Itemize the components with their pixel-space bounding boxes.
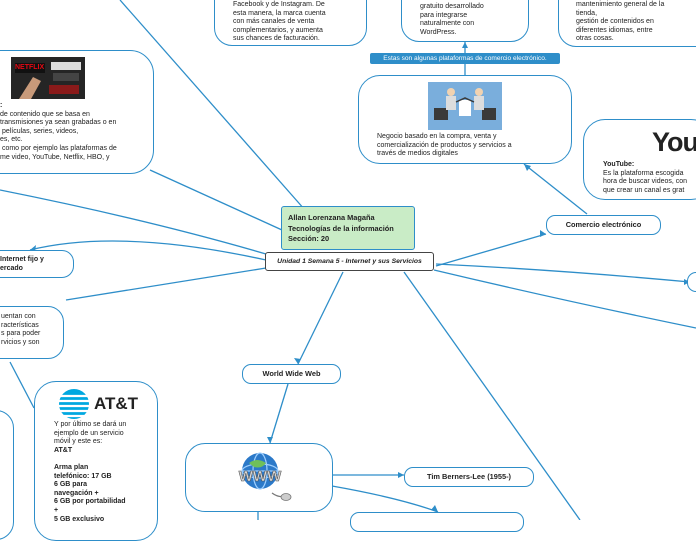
internet-fijo-node[interactable]: Internet fijo y ercado bbox=[0, 250, 74, 278]
att-globe-icon bbox=[59, 389, 89, 419]
facebook-node[interactable]: Facebook y de Instagram. De esta manera,… bbox=[214, 0, 367, 46]
ecommerce-line-2: comercialización de productos y servicio… bbox=[377, 141, 512, 149]
right-partial-pill[interactable] bbox=[687, 272, 696, 292]
facebook-line-1: Facebook y de Instagram. De bbox=[233, 1, 325, 8]
att-bold-5: 6 GB para bbox=[54, 481, 88, 489]
wordpress-line-4: WordPress. bbox=[420, 28, 457, 36]
att-bold-8: + bbox=[54, 506, 59, 514]
streaming-line-1: de contenido que se basa en bbox=[0, 110, 90, 118]
ecommerce-platforms-label[interactable]: Estas son algunas plataformas de comerci… bbox=[370, 53, 560, 64]
att-wordmark: AT&T bbox=[94, 394, 139, 413]
att-bold-7: 6 GB por portabilidad bbox=[54, 498, 126, 506]
streaming-line-5: como por ejemplo las plataformas de bbox=[0, 144, 117, 152]
youtube-title: YouTube: bbox=[603, 161, 635, 168]
facebook-line-2: esta manera, la marca cuenta bbox=[233, 9, 326, 17]
youtube-logo: YouT bbox=[652, 126, 696, 158]
central-topic[interactable]: Unidad 1 Semana 5 - Internet y sus Servi… bbox=[265, 252, 434, 271]
facebook-line-4: complementarios, y aumenta bbox=[233, 26, 323, 34]
wordpress-line-1: gratuito desarrollado bbox=[420, 3, 484, 10]
streaming-line-2: transmisiones ya sean grabadas o en bbox=[0, 119, 117, 127]
att-node[interactable]: AT&T Y por último se dará un ejemplo de … bbox=[34, 381, 158, 541]
youtube-line-2: hora de buscar videos, con bbox=[603, 178, 688, 186]
tv-remote-icon bbox=[11, 57, 85, 99]
facebook-line-3: con más canales de venta bbox=[233, 18, 315, 26]
streaming-node[interactable]: NETFLIX : de contenido que se basa en tr… bbox=[0, 50, 154, 174]
features-line-4: rvicios y son bbox=[1, 338, 40, 346]
store-line-5: otras cosas. bbox=[576, 35, 614, 43]
streaming-line-6: me video, YouTube, Netflix, HBO, y bbox=[0, 153, 110, 161]
handshake-image bbox=[428, 82, 502, 130]
internet-fijo-line-2: ercado bbox=[0, 264, 23, 272]
youtube-node[interactable]: YouT YouTube: Es la plataforma escogida … bbox=[583, 119, 696, 200]
att-bold-6: navegación + bbox=[54, 489, 99, 497]
author-name: Allan Lorenzana Magaña bbox=[288, 213, 375, 222]
att-bold-3: Arma plan bbox=[54, 463, 89, 471]
ecommerce-description-node[interactable]: Negocio basado en la compra, venta y com… bbox=[358, 75, 572, 164]
att-logo: AT&T bbox=[58, 388, 138, 420]
youtube-line-1: Es la plataforma escogida bbox=[603, 169, 684, 177]
streaming-line-4: es, etc. bbox=[0, 136, 23, 144]
att-bold-9: 5 GB exclusivo bbox=[54, 515, 105, 523]
www-globe-icon: WWW bbox=[238, 452, 292, 501]
www-image-node[interactable]: WWW bbox=[185, 443, 333, 512]
left-partial-node[interactable] bbox=[0, 410, 14, 540]
tim-berners-lee-pill[interactable]: Tim Berners-Lee (1955-) bbox=[404, 467, 534, 487]
world-wide-web-pill[interactable]: World Wide Web bbox=[242, 364, 341, 384]
wordpress-node[interactable]: gratuito desarrollado para integrarse na… bbox=[401, 0, 529, 42]
streaming-heading: : bbox=[0, 102, 3, 109]
att-bold-4: telefónico: 17 GB bbox=[54, 472, 112, 480]
store-line-4: diferentes idiomas, entre bbox=[576, 26, 653, 34]
bottom-partial-pill[interactable] bbox=[350, 512, 524, 532]
youtube-logo-you: You bbox=[652, 127, 696, 157]
store-management-node[interactable]: mantenimiento general de la tienda, gest… bbox=[558, 0, 696, 47]
section-label: Sección: 20 bbox=[288, 234, 330, 244]
wordpress-line-2: para integrarse bbox=[420, 11, 468, 19]
streaming-line-3: películas, series, videos, bbox=[0, 127, 79, 135]
store-line-2: tienda, bbox=[576, 9, 598, 17]
ecommerce-line-1: Negocio basado en la compra, venta y bbox=[377, 133, 497, 140]
streaming-image: NETFLIX bbox=[11, 57, 85, 99]
features-line-3: s para poder bbox=[1, 330, 41, 338]
internet-fijo-line-1: Internet fijo y bbox=[0, 256, 44, 263]
att-line-2: ejemplo de un servicio bbox=[54, 429, 124, 437]
att-bold-1: AT&T bbox=[54, 446, 73, 454]
store-line-3: gestión de contenidos en bbox=[576, 18, 654, 26]
handshake-icon bbox=[428, 82, 502, 130]
author-card[interactable]: Allan Lorenzana Magaña Tecnologías de la… bbox=[281, 206, 415, 250]
att-line-3: móvil y este es: bbox=[54, 438, 103, 446]
ecommerce-line-3: través de medios digitales bbox=[377, 150, 458, 158]
course-name: Tecnologías de la información bbox=[288, 223, 394, 233]
features-line-2: racterísticas bbox=[1, 321, 39, 329]
features-node[interactable]: uentan con racterísticas s para poder rv… bbox=[0, 306, 64, 359]
wordpress-line-3: naturalmente con bbox=[420, 20, 475, 28]
youtube-line-3: que crear un canal es grat bbox=[603, 186, 685, 194]
facebook-line-5: sus chances de facturación. bbox=[233, 35, 320, 43]
att-line-1: Y por último se dará un bbox=[54, 421, 127, 428]
svg-text:WWW: WWW bbox=[239, 468, 282, 485]
store-line-1: mantenimiento general de la bbox=[576, 1, 665, 8]
features-line-1: uentan con bbox=[1, 313, 36, 320]
netflix-logo: NETFLIX bbox=[15, 64, 45, 71]
ecommerce-pill[interactable]: Comercio electrónico bbox=[546, 215, 661, 235]
